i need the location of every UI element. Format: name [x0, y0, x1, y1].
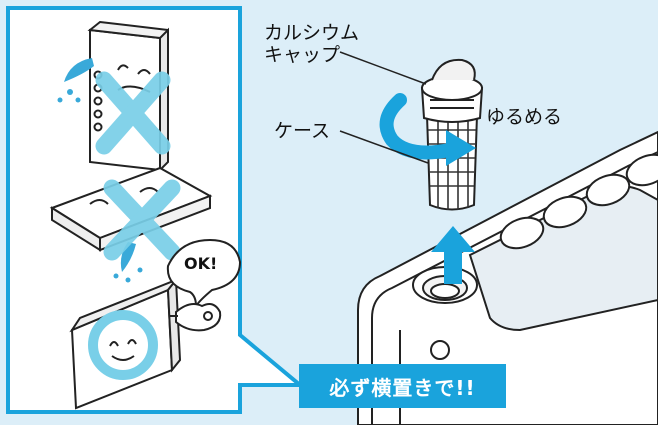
water-drops-icon: [57, 58, 94, 103]
circle-ok-icon: [88, 310, 158, 380]
calcium-cap-label-line1: カルシウム: [264, 22, 360, 44]
device-sideways: [69, 277, 182, 410]
cross-icon: [103, 179, 181, 261]
case-leader-line: [339, 130, 429, 164]
machine-button: [430, 340, 450, 360]
ok-hand-icon: [170, 303, 222, 332]
rotate-arrow-icon: [379, 93, 476, 166]
loosen-label: ゆるめる: [486, 106, 563, 128]
horizontal-placement-banner: 必ず横置きで!!: [299, 364, 506, 408]
case-label: ケース: [274, 120, 331, 142]
machine-top-plate: [468, 153, 658, 332]
cartridge-socket: [412, 266, 478, 304]
banner-text: 必ず横置きで!!: [329, 375, 476, 400]
up-arrow-icon: [431, 226, 475, 284]
ok-speech-bubble: [166, 238, 242, 310]
ok-bubble-text: OK!: [184, 254, 218, 273]
cross-icon: [95, 71, 171, 155]
cap-leader-line: [339, 51, 427, 85]
calcium-cap-label-line2: キャップ: [264, 44, 341, 66]
